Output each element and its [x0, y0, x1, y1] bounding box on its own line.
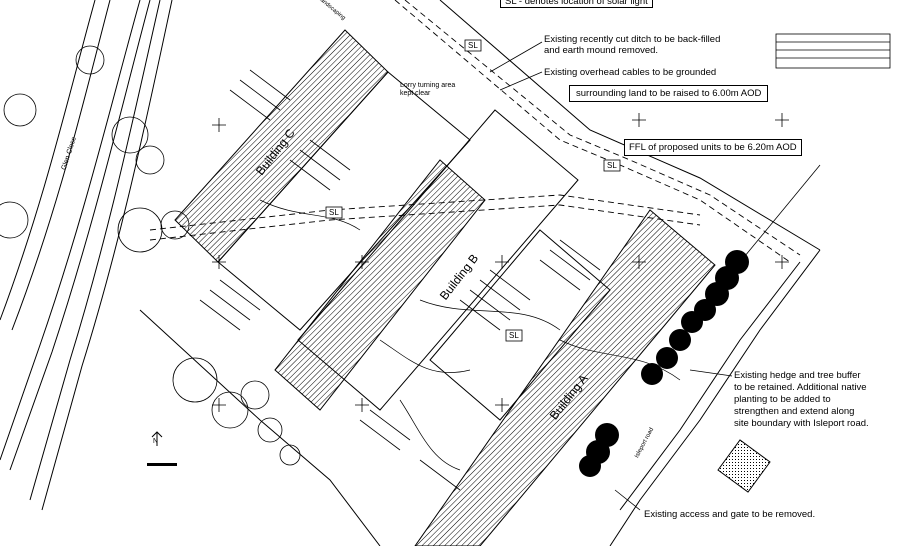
hedge-trees-east [579, 250, 749, 477]
note-ditch: Existing recently cut ditch to be back-f… [544, 34, 720, 56]
sl-marker-3: SL [509, 331, 519, 340]
note-surrounding-land: surrounding land to be raised to 6.00m A… [569, 85, 769, 102]
note-ffl: FFL of proposed units to be 6.20m AOD [624, 139, 802, 156]
glen-close-road [0, 0, 173, 511]
solar-light-markers [325, 39, 621, 342]
note-ditch-line2: and earth mound removed. [544, 45, 659, 56]
landscaping-curves [259, 199, 681, 471]
schedule-table [775, 33, 891, 69]
label-north: N [153, 438, 159, 445]
note-cables: Existing overhead cables to be grounded [544, 67, 717, 78]
note-hedge-line3: planting to be added to [734, 394, 831, 405]
parking-bays [199, 69, 601, 491]
legend-text: SL - denotes location of solar light [500, 0, 653, 8]
tree-canopies-left [0, 45, 301, 466]
note-hedge-line1: Existing hedge and tree buffer [734, 370, 861, 381]
sl-marker-4: SL [607, 161, 617, 170]
building-b [274, 109, 579, 411]
scale-bar [147, 463, 177, 466]
grid-crosses [212, 113, 789, 412]
building-a [414, 209, 716, 546]
note-hedge-line2: to be retained. Additional native [734, 382, 867, 393]
legend-solar-light: SL - denotes location of solar light [500, 0, 653, 8]
note-leaders [489, 41, 821, 511]
label-lorry-turning: Lorry turning area kept clear [400, 82, 455, 98]
note-hedge-line5: site boundary with Isleport road. [734, 418, 869, 429]
sl-marker-1: SL [468, 41, 478, 50]
dotted-area [717, 439, 771, 493]
note-access: Existing access and gate to be removed. [644, 509, 816, 520]
note-hedge-line4: strengthen and extend along [734, 406, 855, 417]
label-lorry-line2: kept clear [400, 90, 431, 97]
label-lorry-line1: Lorry turning area [400, 82, 456, 89]
note-ditch-line1: Existing recently cut ditch to be back-f… [544, 34, 721, 45]
note-hedge: Existing hedge and tree buffer to be ret… [734, 370, 869, 430]
north-arrow [151, 431, 163, 446]
sl-marker-2: SL [329, 208, 339, 217]
